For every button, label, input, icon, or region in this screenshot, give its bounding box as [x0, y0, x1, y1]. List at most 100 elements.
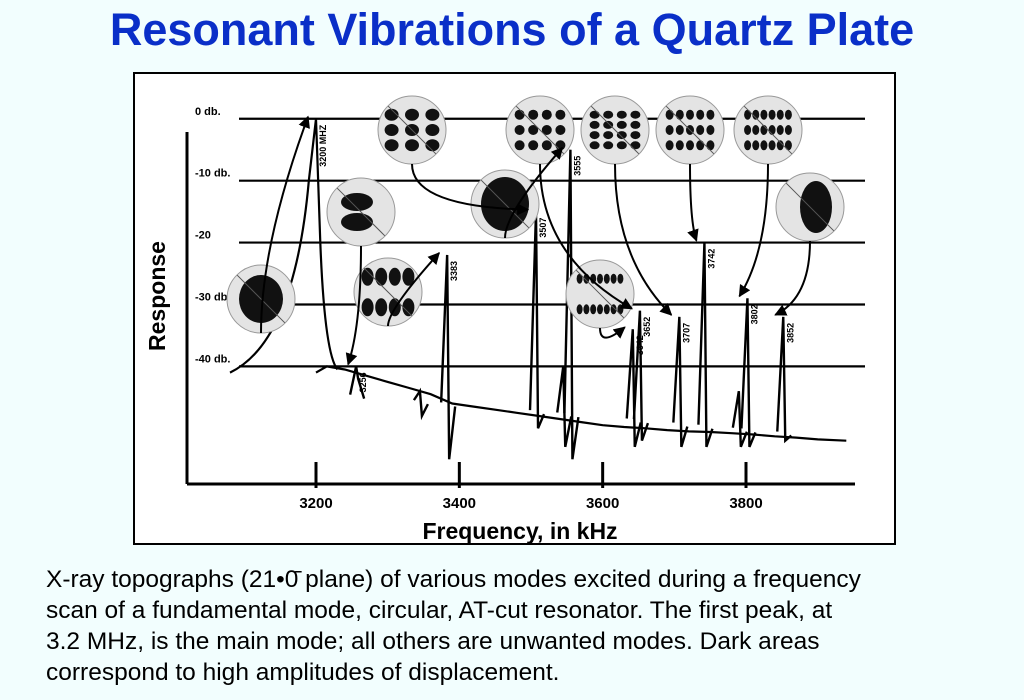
- spurious-peak: [528, 211, 546, 429]
- topograph-scratch: [515, 105, 565, 155]
- spurious-peak: [731, 390, 748, 448]
- topograph-pointer: [774, 240, 811, 316]
- topograph-blob: [784, 125, 792, 135]
- topograph-blob: [686, 140, 694, 151]
- peak-label: 3642: [635, 335, 645, 355]
- topograph-scratch: [480, 179, 530, 229]
- topograph-blob: [405, 139, 419, 152]
- topograph-blob: [603, 131, 614, 140]
- topograph-blob: [361, 298, 374, 317]
- topograph-blob: [388, 267, 401, 286]
- peak-label: 3802: [749, 304, 759, 324]
- topograph-mode-3707: [580, 95, 650, 165]
- spurious-peak: [740, 298, 757, 448]
- topograph-blob: [541, 140, 552, 151]
- topograph-mode-3652: [505, 95, 575, 165]
- topograph-blob: [425, 108, 440, 121]
- topograph-scratch: [363, 267, 413, 317]
- spurious-peak: [697, 242, 714, 448]
- topograph-blob: [589, 141, 600, 150]
- topograph-scratch: [590, 105, 640, 155]
- topograph-mode-3383: [353, 257, 423, 327]
- topograph-blob: [341, 193, 373, 211]
- topograph-blob: [576, 273, 583, 284]
- topograph-blob: [589, 120, 600, 129]
- topograph-blob: [384, 139, 399, 152]
- topograph-blob: [528, 140, 539, 151]
- level-label: -30 db.: [195, 291, 230, 303]
- topograph-blob: [589, 131, 600, 140]
- topograph-blob: [686, 109, 694, 120]
- peak-label: 3652: [642, 317, 652, 337]
- topograph-blob: [597, 273, 603, 284]
- spurious-peak: [632, 310, 650, 442]
- level-label: -10 db.: [195, 168, 230, 180]
- topograph-pointer: [738, 163, 769, 298]
- topograph-pointer: [599, 326, 626, 339]
- topograph-blob: [630, 120, 641, 129]
- topograph-blob: [616, 131, 627, 140]
- topograph-pointer: [260, 115, 310, 334]
- topograph-pointer: [387, 252, 440, 327]
- peak-label: 3852: [785, 323, 795, 343]
- peak-label: 3555: [572, 156, 582, 176]
- topograph-pointer: [687, 163, 699, 242]
- topograph-scratch: [575, 269, 625, 319]
- x-tick-label: 3600: [586, 495, 619, 512]
- topograph-pointer: [614, 163, 673, 316]
- response-curve: [315, 365, 847, 442]
- topograph-blob: [603, 120, 614, 129]
- figure-caption: X-ray topographs (21•0̄ plane) of variou…: [46, 564, 1006, 688]
- topograph-blob: [800, 181, 832, 233]
- topograph-pointer: [504, 146, 564, 239]
- topograph-blob: [760, 140, 768, 151]
- level-label: -40 db.: [195, 353, 230, 365]
- topograph-blob: [675, 109, 684, 120]
- topograph-pointer: [539, 163, 633, 310]
- topograph-blob: [514, 140, 525, 151]
- topograph-blob: [603, 141, 614, 150]
- topograph-blob: [555, 125, 566, 135]
- topograph-mode-3642: [565, 259, 635, 329]
- peak-label: 3507: [538, 218, 548, 238]
- topograph-blob: [590, 304, 597, 315]
- topograph-blob: [375, 298, 388, 317]
- topograph-blob: [752, 140, 760, 151]
- topograph-blob: [616, 110, 627, 119]
- spurious-peak: [348, 366, 366, 399]
- topograph-scratch: [743, 105, 793, 155]
- topograph-scratch: [336, 187, 386, 237]
- topograph-blob: [555, 109, 566, 120]
- caption-line: 3.2 MHz, is the main mode; all others ar…: [46, 628, 820, 655]
- topograph-blob: [583, 304, 590, 315]
- topograph-blob: [576, 304, 583, 315]
- topograph-blob: [744, 140, 752, 151]
- topograph-blob: [616, 141, 627, 150]
- topograph-mode-3256: [326, 177, 396, 247]
- topograph-blob: [384, 108, 399, 121]
- peak-label: 3200 MHZ: [318, 124, 328, 167]
- topograph-blob: [776, 140, 784, 151]
- topograph-blob: [630, 131, 641, 140]
- peak-label: 3256: [358, 372, 368, 392]
- topograph-blob: [425, 124, 440, 136]
- topograph-blob: [589, 110, 600, 119]
- spurious-peak: [412, 387, 429, 421]
- topograph-blob: [402, 267, 415, 286]
- topograph-blob: [768, 109, 776, 120]
- topograph-blob: [597, 304, 603, 315]
- topograph-blob: [784, 109, 792, 120]
- topograph-blob: [361, 267, 374, 286]
- topograph-blob: [630, 141, 641, 150]
- topograph-mode-3852: [775, 172, 845, 242]
- topograph-blob: [384, 124, 399, 136]
- topograph-blob: [768, 140, 776, 151]
- topograph-blob: [665, 125, 674, 135]
- topograph-blob: [665, 140, 674, 151]
- level-label: 0 db.: [195, 106, 221, 118]
- caption-line: correspond to high amplitudes of displac…: [46, 659, 560, 686]
- main-mode-curve: [229, 118, 339, 374]
- topograph-blob: [405, 108, 419, 121]
- topograph-blob: [341, 213, 373, 231]
